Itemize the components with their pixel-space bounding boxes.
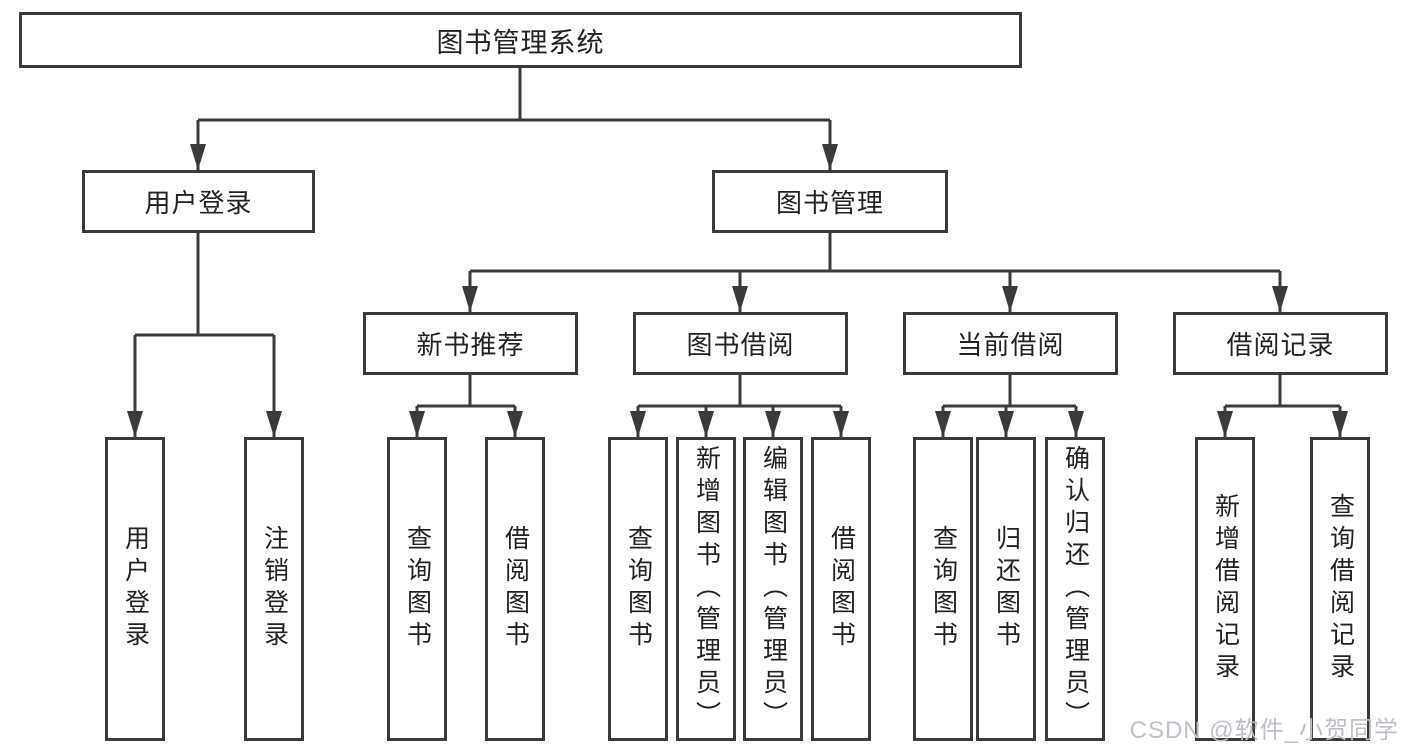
node-user-login-label: 用户登录 — [144, 188, 253, 218]
leaf-user-login-label: 用户登录 — [121, 525, 150, 653]
leaf-borrow-books-label: 借阅图书 — [827, 525, 856, 653]
leaf-edit-books-admin: 编辑图书（管理员） — [743, 437, 803, 741]
leaf-query-borrow-record-label: 查询借阅记录 — [1326, 493, 1355, 685]
leaf-query-books-borrow-label: 查询图书 — [624, 525, 653, 653]
node-user-login: 用户登录 — [82, 170, 315, 233]
leaf-add-borrow-record: 新增借阅记录 — [1195, 437, 1255, 741]
leaf-add-borrow-record-label: 新增借阅记录 — [1211, 493, 1240, 685]
node-borrow-records: 借阅记录 — [1173, 312, 1388, 375]
leaf-edit-books-admin-label: 编辑图书（管理员） — [759, 445, 788, 733]
node-root-label: 图书管理系统 — [436, 27, 605, 58]
node-new-book-recommend: 新书推荐 — [363, 312, 578, 375]
csdn-watermark: CSDN @软件_小贺同学 — [1129, 717, 1399, 744]
leaf-return-books-label: 归还图书 — [992, 525, 1021, 653]
leaf-confirm-return-admin: 确认归还（管理员） — [1045, 437, 1105, 741]
leaf-query-books-recommend-label: 查询图书 — [403, 525, 432, 653]
leaf-query-books-recommend: 查询图书 — [387, 437, 447, 741]
leaf-query-borrow-record: 查询借阅记录 — [1310, 437, 1370, 741]
leaf-logout: 注销登录 — [244, 437, 304, 741]
leaf-user-login: 用户登录 — [105, 437, 165, 741]
leaf-return-books: 归还图书 — [976, 437, 1036, 741]
node-book-management: 图书管理 — [712, 170, 948, 233]
leaf-query-books-current: 查询图书 — [913, 437, 973, 741]
leaf-query-books-borrow: 查询图书 — [608, 437, 668, 741]
node-current-borrow-label: 当前借阅 — [956, 330, 1065, 360]
node-borrow-records-label: 借阅记录 — [1226, 330, 1335, 360]
leaf-borrow-books: 借阅图书 — [811, 437, 871, 741]
leaf-add-books-admin-label: 新增图书（管理员） — [692, 445, 721, 733]
leaf-add-books-admin: 新增图书（管理员） — [676, 437, 736, 741]
leaf-borrow-books-recommend-label: 借阅图书 — [501, 525, 530, 653]
leaf-confirm-return-admin-label: 确认归还（管理员） — [1061, 445, 1090, 733]
node-book-borrow-label: 图书借阅 — [686, 330, 795, 360]
leaf-logout-label: 注销登录 — [260, 525, 289, 653]
node-book-borrow: 图书借阅 — [633, 312, 848, 375]
node-current-borrow: 当前借阅 — [903, 312, 1118, 375]
node-root: 图书管理系统 — [19, 12, 1022, 68]
leaf-borrow-books-recommend: 借阅图书 — [485, 437, 545, 741]
node-book-management-label: 图书管理 — [775, 188, 884, 218]
node-new-book-recommend-label: 新书推荐 — [416, 330, 525, 360]
leaf-query-books-current-label: 查询图书 — [929, 525, 958, 653]
